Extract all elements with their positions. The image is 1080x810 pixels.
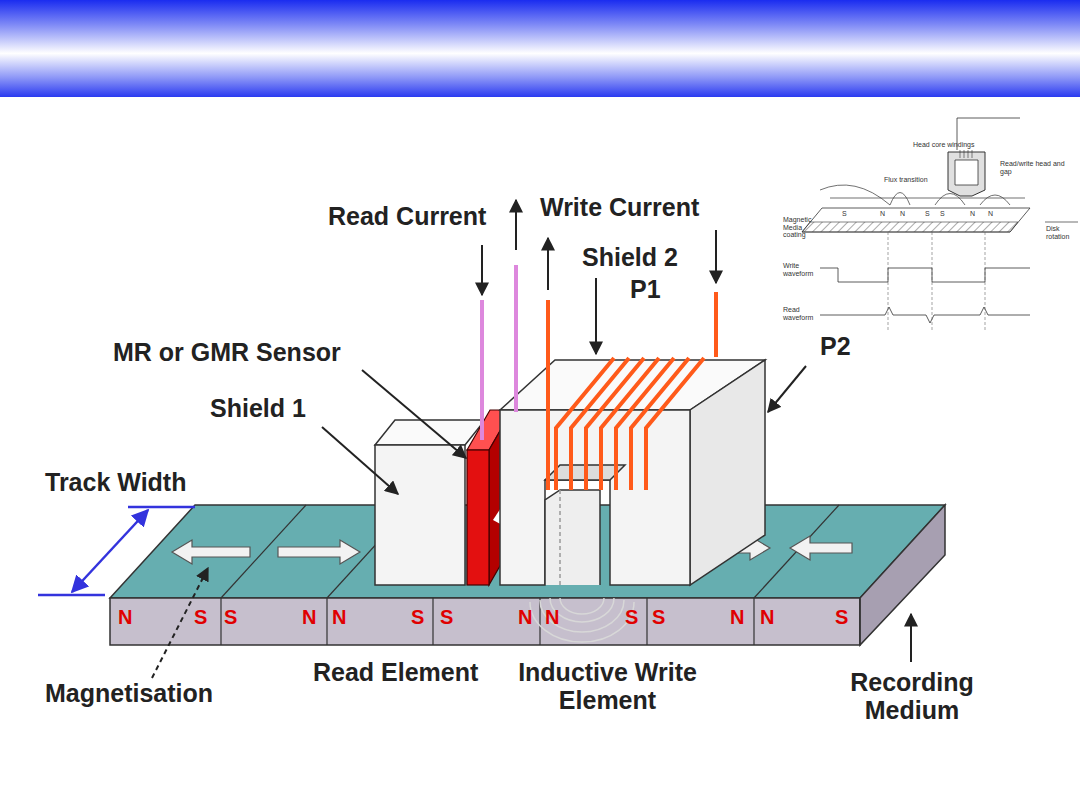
coil-turn	[631, 358, 689, 490]
read-wire-in	[480, 300, 484, 440]
part-label: Magnetisation	[45, 680, 213, 708]
inset-label: Magnetic Media coating	[783, 216, 811, 239]
inset-label: N	[900, 210, 905, 218]
inset-label: S	[940, 210, 945, 218]
inset-label: Read/write head and gap	[1000, 160, 1076, 175]
medium-front	[110, 598, 860, 645]
inset-label: N	[970, 210, 975, 218]
part-label: Track Width	[45, 469, 186, 497]
inset-label: Flux transition	[884, 176, 928, 184]
inset-guides	[888, 232, 985, 330]
inset-label: Disk rotation	[1046, 225, 1078, 240]
inset-windings	[960, 150, 972, 158]
leader-lines	[152, 278, 911, 678]
inset-label: Write waveform	[783, 262, 811, 277]
part-label: Read Element	[313, 659, 478, 687]
inset-label: N	[988, 210, 993, 218]
header-bar	[0, 0, 1080, 97]
current-wires	[482, 265, 716, 490]
inset-flux	[820, 185, 1025, 205]
inset-label: S	[925, 210, 930, 218]
pole-letter: N	[545, 606, 559, 628]
inset-figure	[780, 115, 1078, 337]
inset-label: N	[880, 210, 885, 218]
part-label: Recording Medium	[832, 669, 992, 724]
part-label: P2	[820, 333, 851, 361]
track-width-dimension	[38, 507, 195, 595]
inset-label: Read waveform	[783, 306, 811, 321]
pole-letter: N	[760, 606, 774, 628]
pole-letter: N	[332, 606, 346, 628]
part-label: MR or GMR Sensor	[113, 339, 341, 367]
pole-letter: N	[518, 606, 532, 628]
pole-letter: S	[835, 606, 848, 628]
part-label: Shield 2	[582, 244, 678, 272]
part-label: Read Current	[328, 203, 486, 231]
pole-letter: N	[730, 606, 744, 628]
pole-letter: S	[411, 606, 424, 628]
pole-letter: S	[440, 606, 453, 628]
pole-letter: N	[302, 606, 316, 628]
inset-ground	[780, 115, 1078, 337]
pole-letter: S	[224, 606, 237, 628]
part-label: Shield 1	[210, 395, 306, 423]
inset-waveforms	[820, 268, 1030, 323]
pole-letter: S	[625, 606, 638, 628]
inset-label: S	[842, 210, 847, 218]
inset-media	[802, 208, 1030, 232]
write-wire-in	[714, 292, 718, 357]
part-label: Inductive Write Element	[500, 659, 715, 714]
field-lines	[530, 598, 634, 642]
coil-windings	[556, 358, 704, 490]
pole-letter: S	[652, 606, 665, 628]
read-wire-out	[514, 265, 518, 412]
medium-side	[860, 505, 945, 645]
inset-label: Head core windings	[913, 141, 974, 149]
pole-letter: S	[194, 606, 207, 628]
part-label: P1	[630, 276, 661, 304]
coil-turn	[646, 358, 704, 490]
pole-letter: N	[118, 606, 132, 628]
part-label: Write Current	[540, 194, 699, 222]
write-wire-out	[546, 300, 550, 490]
